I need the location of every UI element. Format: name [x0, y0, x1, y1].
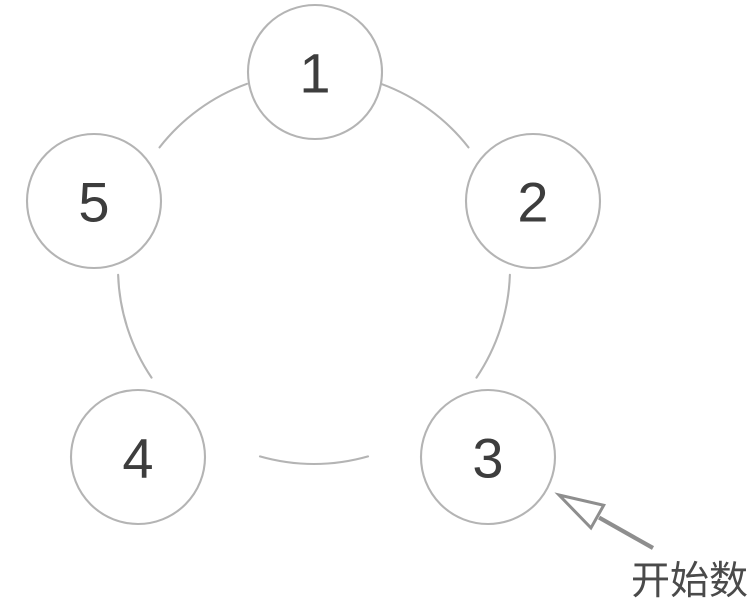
node-4[interactable]: 4 [69, 388, 207, 526]
node-5-circle[interactable] [25, 132, 163, 270]
start-annotation: 开始数 [554, 492, 748, 603]
node-4-circle[interactable] [69, 388, 207, 526]
node-3-circle[interactable] [419, 388, 557, 526]
node-1[interactable]: 1 [246, 3, 384, 141]
node-1-label: 1 [299, 42, 330, 105]
edge-node4-node5 [117, 273, 153, 379]
annotation-arrow-head-icon [554, 492, 607, 531]
node-1-circle[interactable] [246, 3, 384, 141]
node-2[interactable]: 2 [464, 132, 602, 270]
node-3[interactable]: 3 [419, 388, 557, 526]
node-4-label: 4 [122, 427, 153, 490]
node-3-label: 3 [472, 427, 503, 490]
node-5-label: 5 [78, 171, 109, 234]
edge-node2-node3 [475, 273, 511, 379]
ring-edges [117, 82, 511, 466]
edge-node1-node2 [379, 82, 470, 149]
edge-node3-node4 [258, 455, 370, 466]
node-5[interactable]: 5 [25, 132, 163, 270]
node-2-label: 2 [517, 171, 548, 234]
annotation-label: 开始数 [631, 559, 748, 603]
annotation-arrow-shaft [598, 515, 655, 550]
node-2-circle[interactable] [464, 132, 602, 270]
edge-node5-node1 [158, 82, 249, 149]
